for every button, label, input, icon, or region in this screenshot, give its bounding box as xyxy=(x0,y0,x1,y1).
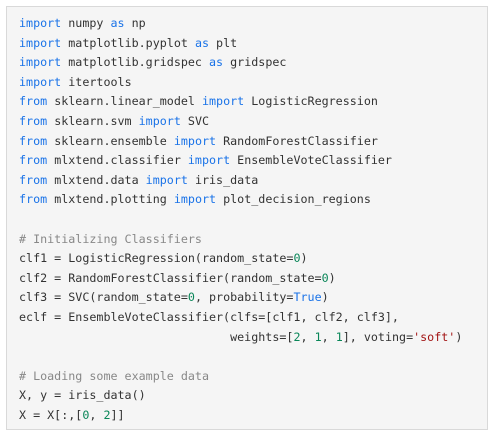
comment-token: # Loading some example data xyxy=(19,368,209,383)
keyword-token: from xyxy=(19,192,48,207)
text-token: sklearn.svm xyxy=(47,113,139,128)
code-line xyxy=(19,210,487,230)
text-token: numpy xyxy=(61,16,111,30)
text-token: mlxtend.data xyxy=(47,172,146,187)
text-token: RandomForestClassifier xyxy=(216,133,378,148)
text-token: clf3 = SVC(random_state= xyxy=(19,290,188,305)
keyword-token: import xyxy=(19,55,62,70)
code-line: import numpy as np xyxy=(19,14,487,34)
number-token: 0 xyxy=(187,290,195,305)
code-line: weights=[2, 1, 1], voting='soft') xyxy=(19,328,487,348)
text-token: plt xyxy=(209,35,238,50)
code-line: clf1 = LogisticRegression(random_state=0… xyxy=(19,249,487,269)
text-token: clf2 = RandomForestClassifier(random_sta… xyxy=(19,270,322,285)
keyword-token: as xyxy=(209,55,224,70)
code-line xyxy=(19,347,487,367)
text-token: iris_data xyxy=(187,172,259,187)
string-token: 'soft' xyxy=(413,329,456,344)
text-token: ) xyxy=(321,290,329,305)
keyword-token: import xyxy=(138,113,181,128)
code-line: clf3 = SVC(random_state=0, probability=T… xyxy=(19,288,487,308)
code-line: clf2 = RandomForestClassifier(random_sta… xyxy=(19,269,487,289)
code-line: # Loading some example data xyxy=(19,367,487,387)
text-token: eclf = EnsembleVoteClassifier(clfs=[clf1… xyxy=(19,309,399,324)
keyword-token: import xyxy=(201,94,245,109)
number-token: 0 xyxy=(321,270,329,285)
keyword-token: as xyxy=(110,16,125,30)
text-token: matplotlib.gridspec xyxy=(61,55,210,70)
keyword-token: import xyxy=(19,35,62,50)
text-token: sklearn.linear_model xyxy=(47,94,202,109)
code-line: from sklearn.linear_model import Logisti… xyxy=(19,92,487,112)
keyword-token: import xyxy=(173,192,217,207)
text-token: X, y = iris_data() xyxy=(19,388,146,403)
text-token: X = X[:,[ xyxy=(19,407,83,422)
text-token: mlxtend.classifier xyxy=(47,153,188,168)
number-token: 1 xyxy=(314,329,322,344)
text-token: gridspec xyxy=(223,55,287,70)
text-token: weights=[ xyxy=(19,329,294,344)
text-token: clf1 = LogisticRegression(random_state= xyxy=(19,251,294,266)
keyword-token: as xyxy=(194,35,210,50)
text-token: , xyxy=(300,329,315,344)
code-line: import itertools xyxy=(19,73,487,93)
code-line: import matplotlib.gridspec as gridspec xyxy=(19,53,487,73)
number-token: 2 xyxy=(103,407,111,422)
text-token: itertools xyxy=(61,74,132,89)
text-token: mlxtend.plotting xyxy=(47,192,174,207)
text-token: SVC xyxy=(180,113,210,128)
code-line: from mlxtend.plotting import plot_decisi… xyxy=(19,190,487,210)
code-line: from sklearn.ensemble import RandomFores… xyxy=(19,132,487,152)
text-token: ) xyxy=(455,329,463,344)
keyword-token: import xyxy=(145,172,188,187)
code-line: X, y = iris_data() xyxy=(19,386,487,406)
text-token: ) xyxy=(328,270,336,285)
keyword-token: from xyxy=(19,133,48,148)
code-line: # Initializing Classifiers xyxy=(19,230,487,250)
number-token: 1 xyxy=(335,329,343,344)
text-token: , xyxy=(89,407,104,422)
keyword-token: import xyxy=(19,16,62,30)
keyword-token: from xyxy=(19,94,48,109)
code-line: X = X[:,[0, 2]] xyxy=(19,406,487,426)
text-token: sklearn.ensemble xyxy=(47,133,174,148)
text-token: plot_decision_regions xyxy=(216,192,371,207)
code-line: eclf = EnsembleVoteClassifier(clfs=[clf1… xyxy=(19,308,487,328)
text-token: , xyxy=(321,329,336,344)
text-token: ], voting= xyxy=(342,329,414,344)
text-token: ]] xyxy=(110,407,125,422)
text-token: EnsembleVoteClassifier xyxy=(230,153,392,168)
text-token: ) xyxy=(300,251,308,266)
boolean-token: True xyxy=(293,290,322,305)
keyword-token: from xyxy=(19,153,48,168)
keyword-token: from xyxy=(19,172,48,187)
code-line: from mlxtend.data import iris_data xyxy=(19,171,487,191)
keyword-token: import xyxy=(187,153,231,168)
keyword-token: import xyxy=(19,74,62,89)
text-token: LogisticRegression xyxy=(244,94,378,109)
text-token: , probability= xyxy=(194,290,294,305)
text-token: matplotlib.pyplot xyxy=(61,35,195,50)
number-token: 0 xyxy=(82,407,90,422)
number-token: 0 xyxy=(293,251,301,266)
number-token: 2 xyxy=(293,329,301,344)
keyword-token: from xyxy=(19,113,48,128)
code-line: import matplotlib.pyplot as plt xyxy=(19,34,487,54)
keyword-token: import xyxy=(173,133,217,148)
code-line: from mlxtend.classifier import EnsembleV… xyxy=(19,151,487,171)
comment-token: # Initializing Classifiers xyxy=(19,231,202,246)
text-token: np xyxy=(124,16,146,30)
code-line: from sklearn.svm import SVC xyxy=(19,112,487,132)
